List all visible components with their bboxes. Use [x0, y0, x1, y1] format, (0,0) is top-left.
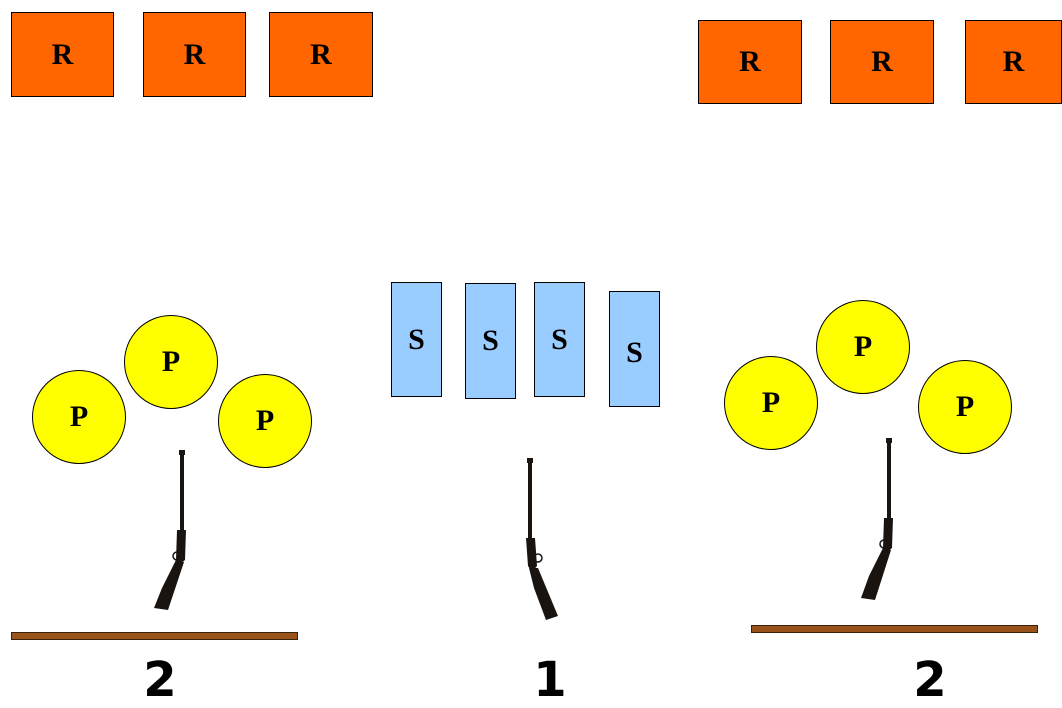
- shotgun-target: S: [609, 291, 660, 407]
- shotgun-target: S: [465, 283, 516, 399]
- shotgun-target: S: [534, 282, 585, 397]
- rifle-icon: [154, 450, 186, 610]
- table-right: [751, 625, 1038, 633]
- position-number-right: 2: [913, 652, 947, 708]
- rifle-target: R: [143, 12, 246, 97]
- rifle-icon: [861, 438, 893, 600]
- pistol-target: P: [32, 370, 126, 464]
- pistol-target: P: [816, 300, 910, 394]
- rifle-target: R: [830, 20, 934, 104]
- position-number-left: 2: [143, 652, 177, 708]
- rifle-target: R: [698, 20, 802, 104]
- rifle-target: R: [965, 20, 1062, 104]
- rifle-target: R: [269, 12, 373, 97]
- pistol-target: P: [218, 374, 312, 468]
- pistol-target: P: [918, 360, 1012, 454]
- position-number-center: 1: [533, 652, 567, 708]
- pistol-target: P: [124, 315, 218, 409]
- table-left: [11, 632, 298, 640]
- rifle-icon: [526, 458, 558, 620]
- rifle-target: R: [11, 12, 114, 97]
- shotgun-target: S: [391, 282, 442, 397]
- pistol-target: P: [724, 356, 818, 450]
